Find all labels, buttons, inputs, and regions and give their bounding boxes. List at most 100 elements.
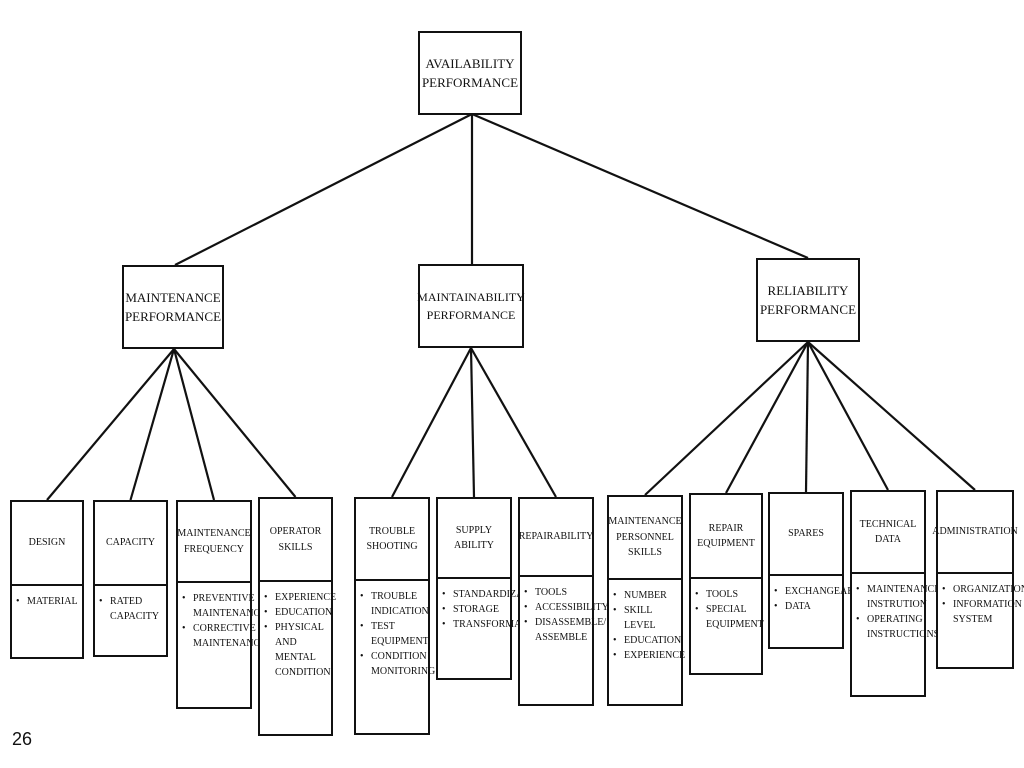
leaf-item-list: MAINTENANCE INSTRUTIONOPERATING INSTRUCT… bbox=[852, 574, 940, 642]
mid-title-line: RELIABILITY bbox=[767, 282, 849, 298]
connector-line bbox=[804, 341, 810, 493]
page-number: 26 bbox=[12, 729, 33, 749]
connector-line bbox=[644, 341, 809, 496]
leaf-item: OPERATING INSTRUCTIONS bbox=[856, 612, 939, 642]
leaf-title-line: TECHNICAL bbox=[859, 518, 917, 530]
leaf-item: SPECIAL EQUIPMENT bbox=[695, 602, 764, 632]
leaf-node: CAPACITY RATED CAPACITY bbox=[93, 500, 168, 657]
leaf-item: ORGANIZATION bbox=[942, 582, 1024, 597]
leaf-item-list: TROUBLE INDICATIONTEST EQUIPMENTCONDITIO… bbox=[356, 581, 435, 679]
leaf-item: MATERIAL bbox=[16, 594, 79, 609]
root-title-line: PERFORMANCE bbox=[421, 75, 519, 90]
leaf-node-title: OPERATOR SKILLS bbox=[260, 499, 331, 582]
mid-node-maintainability-performance: MAINTAINABILITY PERFORMANCE bbox=[417, 264, 525, 348]
connector-line bbox=[471, 112, 809, 260]
leaf-node-title: SPARES bbox=[770, 494, 842, 576]
leaf-item-list: MATERIAL bbox=[12, 586, 82, 609]
leaf-item: SKILL LEVEL bbox=[613, 603, 678, 633]
connector-line bbox=[174, 113, 473, 266]
leaf-item-list: PREVENTIVE MAINTENANCECORRECTIVE MAINTEN… bbox=[178, 583, 266, 651]
leaf-item: CONDITION MONITORING bbox=[360, 649, 435, 679]
leaf-item: PREVENTIVE MAINTENANCE bbox=[182, 591, 266, 621]
leaf-title-line: DESIGN bbox=[28, 537, 66, 549]
leaf-title-line: EQUIPMENT bbox=[697, 538, 755, 549]
leaf-node-title: MAINTENANCE PERSONNEL SKILLS bbox=[608, 497, 682, 580]
leaf-title-line: TROUBLE bbox=[368, 525, 416, 537]
mid-title-line: MAINTENANCE bbox=[125, 289, 221, 305]
leaf-item: PHYSICAL AND MENTAL CONDITION bbox=[264, 620, 331, 680]
leaf-title-line: MAINTENANCE bbox=[177, 528, 251, 539]
leaf-title-line: OPERATOR bbox=[269, 526, 322, 537]
leaf-title-line: REPAIRABILITY bbox=[518, 531, 594, 543]
leaf-item: INFORMATION SYSTEM bbox=[942, 597, 1022, 627]
leaf-item: DISASSEMBLE/ ASSEMBLE bbox=[524, 615, 606, 645]
leaf-item: TROUBLE INDICATION bbox=[360, 589, 429, 619]
leaf-item: TRANSFORMATION bbox=[442, 617, 544, 632]
leaf-item: TOOLS bbox=[524, 585, 589, 600]
mid-title-line: PERFORMANCE bbox=[124, 309, 222, 324]
leaf-item: STANDARDIZATION bbox=[442, 587, 546, 602]
leaf-title-line: SKILLS bbox=[278, 541, 313, 553]
leaf-node: ADMINISTRATION ORGANIZATIONINFORMATION SY… bbox=[932, 490, 1024, 669]
mid-node-maintenance-performance: MAINTENANCE PERFORMANCE bbox=[122, 265, 224, 349]
leaf-node: SPARES EXCHANGEABILITYDATA bbox=[768, 492, 880, 649]
leaf-item: NUMBER bbox=[613, 588, 678, 603]
leaf-title-line: SPARES bbox=[788, 528, 824, 540]
connector-line bbox=[807, 341, 976, 491]
leaf-item: ACCESSIBILITY bbox=[524, 600, 609, 615]
leaf-node-title: SUPPLY ABILITY bbox=[438, 499, 510, 579]
connector-line bbox=[129, 348, 176, 501]
leaf-title-line: SUPPLY bbox=[455, 524, 493, 536]
leaf-item: STORAGE bbox=[442, 602, 507, 617]
mid-node-reliability-performance: RELIABILITY PERFORMANCE bbox=[756, 258, 860, 342]
leaf-item-list: EXPERIENCEEDUCATIONPHYSICAL AND MENTAL C… bbox=[260, 582, 336, 680]
leaf-item-list: TOOLSACCESSIBILITYDISASSEMBLE/ ASSEMBLE bbox=[520, 577, 609, 645]
leaf-item-list: TOOLSSPECIAL EQUIPMENT bbox=[691, 579, 764, 632]
leaf-item: CORRECTIVE MAINTENANCE bbox=[182, 621, 266, 651]
leaf-title-line: SHOOTING bbox=[366, 541, 418, 552]
leaf-title-line: ABILITY bbox=[454, 540, 494, 551]
leaf-item: EXPERIENCE bbox=[264, 590, 336, 605]
leaf-item-list: RATED CAPACITY bbox=[95, 586, 166, 624]
leaf-title-line: ADMINISTRATION bbox=[932, 526, 1018, 538]
leaf-node: MAINTENANCE FREQUENCY PREVENTIVE MAINTENAN… bbox=[176, 500, 266, 709]
root-node-title: AVAILABILITY PERFORMANCE bbox=[422, 54, 518, 93]
mid-title-line: PERFORMANCE bbox=[426, 308, 516, 322]
leaf-item: EXPERIENCE bbox=[613, 648, 685, 663]
leaf-item: MAINTENANCE INSTRUTION bbox=[856, 582, 940, 612]
leaf-node: SUPPLY ABILITY STANDARDIZATIONSTORAGETRANS… bbox=[436, 497, 546, 680]
leaf-item: TEST EQUIPMENT bbox=[360, 619, 429, 649]
leaf-node-title: REPAIR EQUIPMENT bbox=[691, 495, 761, 579]
leaf-item-list: EXCHANGEABILITYDATA bbox=[770, 576, 880, 614]
leaf-node: MAINTENANCE PERSONNEL SKILLS NUMBERSKILL LE… bbox=[607, 495, 685, 706]
mid-title-line: MAINTAINABILITY bbox=[417, 290, 525, 304]
connector-line bbox=[172, 348, 216, 501]
leaf-item-list: ORGANIZATIONINFORMATION SYSTEM bbox=[938, 574, 1024, 627]
mid-title-line: PERFORMANCE bbox=[759, 302, 857, 317]
leaf-item: RATED CAPACITY bbox=[99, 594, 163, 624]
leaf-item: EDUCATION bbox=[613, 633, 681, 648]
leaf-title-line: FREQUENCY bbox=[184, 543, 245, 555]
leaf-title-line: REPAIR bbox=[708, 522, 744, 534]
leaf-item-list: STANDARDIZATIONSTORAGETRANSFORMATION bbox=[438, 579, 546, 632]
root-title-line: AVAILABILITY bbox=[425, 55, 515, 71]
leaf-title-line: PERSONNEL bbox=[616, 531, 674, 543]
leaf-node: REPAIR EQUIPMENT TOOLSSPECIAL EQUIPMENT bbox=[689, 493, 764, 675]
leaf-title-line: CAPACITY bbox=[105, 537, 156, 549]
leaf-node: TROUBLE SHOOTING TROUBLE INDICATIONTEST EQ… bbox=[354, 497, 435, 735]
leaf-title-line: SKILLS bbox=[628, 547, 662, 559]
connector-line bbox=[807, 341, 889, 491]
connector-line bbox=[470, 347, 557, 498]
leaf-node-title: MAINTENANCE FREQUENCY bbox=[177, 502, 251, 583]
leaf-node: OPERATOR SKILLS EXPERIENCEEDUCATIONPHYSICA… bbox=[258, 497, 336, 736]
root-node-availability-performance: AVAILABILITY PERFORMANCE bbox=[418, 31, 522, 115]
leaf-title-line: MAINTENANCE bbox=[608, 516, 682, 528]
connector-line bbox=[725, 341, 809, 494]
leaf-item: DATA bbox=[774, 599, 839, 614]
leaf-item-list: NUMBERSKILL LEVELEDUCATIONEXPERIENCE bbox=[609, 580, 685, 663]
connector-line bbox=[46, 348, 175, 501]
leaf-node-title: REPAIRABILITY bbox=[518, 499, 594, 577]
leaf-item: EXCHANGEABILITY bbox=[774, 584, 880, 599]
